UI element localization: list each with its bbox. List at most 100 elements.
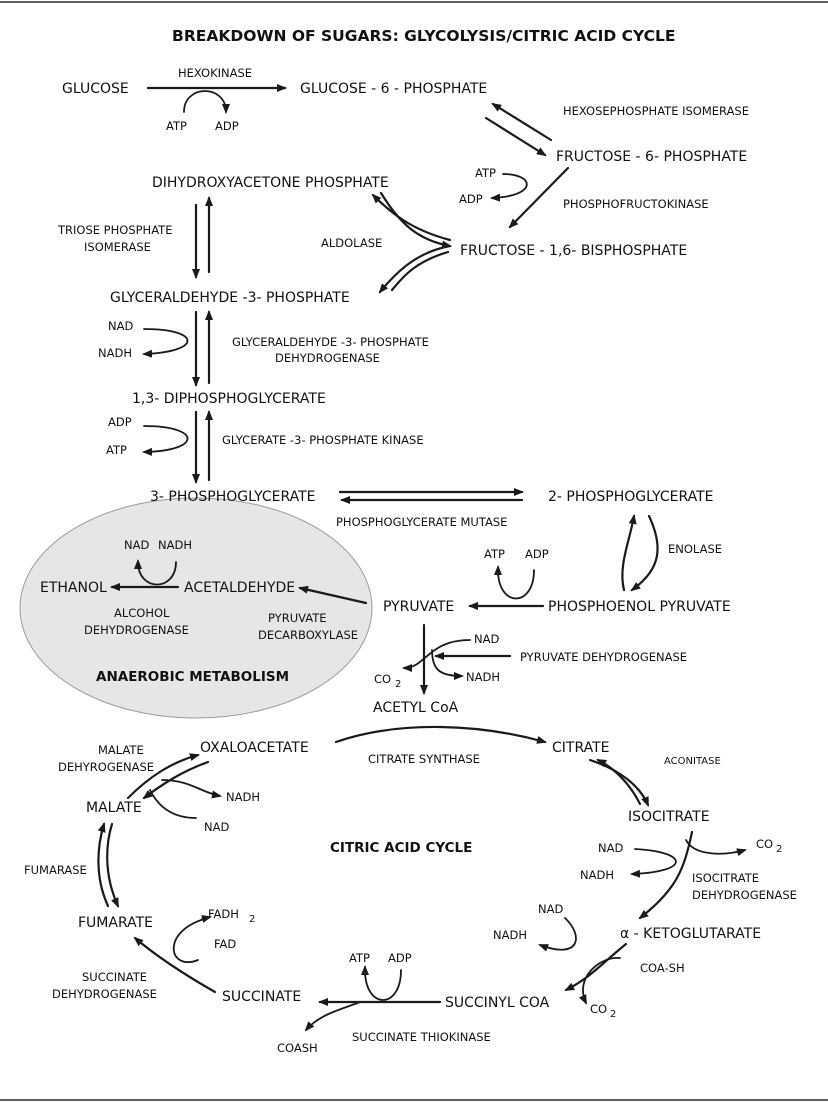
cofactor-gapdh-nad: NAD [108,319,133,333]
arrow-idh-co2 [685,839,747,857]
molecule-fumarate: FUMARATE [78,915,153,931]
cofactor-pk-adp: ADP [525,547,549,561]
molecule-pg2: 2- PHOSPHOGLYCERATE [548,489,714,505]
molecule-g3p: GLYCERALDEHYDE -3- PHOSPHATE [110,290,350,306]
molecule-pg3: 3- PHOSPHOGLYCERATE [150,489,316,505]
cofactor-idh-co2-sub: 2 [776,844,782,855]
arrow-pyruvate-to-acetaldehyde [298,585,368,605]
arrow-stk-coash [304,1001,361,1032]
enzyme-sdh-line1: SUCCINATE [82,970,147,984]
arrow-pdh-co2 [402,639,471,672]
molecule-succinate: SUCCINATE [222,989,301,1005]
cofactor-hk-adp: ADP [215,119,239,133]
molecule-dpg: 1,3- DIPHOSPHOGLYCERATE [132,391,326,407]
cofactor-pk-atp: ATP [484,547,505,561]
cofactor-idh-co2: CO [756,837,773,851]
arrow-akg-nad [538,917,577,952]
enzyme-pdh: PYRUVATE DEHYDROGENASE [520,650,687,664]
arrow-mdh-nad [149,789,197,819]
enzyme-pdc-line1: PYRUVATE [268,611,327,625]
molecule-acetaldehyde: ACETALDEHYDE [184,580,295,596]
arrow-stk-cofactor [364,969,402,1001]
arrow-mdh-nadh [161,779,222,799]
cofactor-mdh-nadh: NADH [226,790,260,804]
region-label-tca: CITRIC ACID CYCLE [330,840,472,856]
molecule-oxaloacetate: OXALOACETATE [200,740,309,756]
arrow-f6p-to-f16bp [508,166,570,229]
molecule-dhap: DIHYDROXYACETONE PHOSPHATE [152,175,389,191]
arrow-f6p-to-g6p [491,102,553,142]
cofactor-pfk-atp: ATP [475,166,496,180]
cofactor-pdh-nadh: NADH [466,670,500,684]
enzyme-gapdh-line2: DEHYDROGENASE [275,351,380,365]
arrow-malate-to-oaa [126,753,200,800]
arrow-pk-cofactor [497,569,535,600]
enzyme-tpi-line2: ISOMERASE [84,240,151,254]
arrow-pdh-nadh [431,649,464,680]
arrow-idh-cofactor [630,848,677,878]
anaerobic-region [19,497,373,719]
cofactor-sdh-fadh: FADH [208,907,239,921]
arrow-gapdh-cofactor [142,328,189,358]
arrow-hexokinase-cofactor [183,90,230,114]
arrow-pg2-to-pep [630,514,659,592]
arrow-oaa-to-citrate [334,725,547,744]
cofactor-akg-nadh: NADH [493,928,527,942]
enzyme-cs: CITRATE SYNTHASE [368,752,480,766]
diagram-title: BREAKDOWN OF SUGARS: GLYCOLYSIS/CITRIC A… [172,27,676,45]
enzyme-sdh-line2: DEHYDROGENASE [52,987,157,1001]
cofactor-sdh-fad: FAD [214,937,236,951]
enzyme-tpi-line1: TRIOSE PHOSPHATE [57,223,172,237]
cofactor-stk-atp: ATP [349,951,370,965]
arrow-oaa-to-malate [142,760,210,800]
arrow-pfk-cofactor [490,173,528,202]
cofactor-pdh-co2-sub: 2 [395,679,401,690]
molecule-pyruvate: PYRUVATE [383,599,454,615]
enzyme-adh-line2: DEHYDROGENASE [84,623,189,637]
cofactor-pgk-adp: ADP [108,415,132,429]
molecule-pep: PHOSPHOENOL PYRUVATE [548,599,731,615]
enzyme-gapdh-line1: GLYCERALDEHYDE -3- PHOSPHATE [232,335,429,349]
enzyme-mdh-line1: MALATE [98,743,144,757]
enzyme-idh-line2: DEHYDROGENASE [692,888,797,902]
arrow-sdh-fadh-tip [201,915,212,923]
cofactor-idh-nad: NAD [598,841,623,855]
enzyme-fumarase: FUMARASE [24,863,87,877]
cofactor-akg-coash: COA-SH [640,961,685,975]
cofactor-pfk-adp: ADP [459,192,483,206]
cofactor-pdh-co2: CO [374,672,391,686]
enzyme-aldolase: ALDOLASE [321,236,382,250]
molecule-akg: α - KETOGLUTARATE [620,926,761,942]
arrow-akg-co2 [578,957,621,1005]
cofactor-akg-nad: NAD [538,902,563,916]
cofactor-hk-atp: ATP [166,119,187,133]
arrow-akg-to-succinylcoa [564,942,628,992]
enzyme-pfk: PHOSPHOFRUCTOKINASE [563,197,709,211]
enzyme-hexokinase: HEXOKINASE [178,66,252,80]
cofactor-gapdh-nadh: NADH [98,346,132,360]
molecule-f6p: FRUCTOSE - 6- PHOSPHATE [556,149,747,165]
cofactor-mdh-nad: NAD [204,820,229,834]
cofactor-stk-adp: ADP [388,951,412,965]
arrow-malate-to-fumarate [106,822,120,908]
enzyme-mdh-line2: DEHYROGENASE [58,760,154,774]
molecule-acetylcoa: ACETYL CoA [373,700,459,716]
cofactor-stk-coash: COASH [277,1041,318,1055]
molecule-f16bp: FRUCTOSE - 1,6- BISPHOSPHATE [460,243,687,259]
enzyme-enolase: ENOLASE [668,542,722,556]
arrow-citrate-to-isocitrate [588,758,650,807]
arrow-f16bp-to-g3p-a [378,244,452,294]
arrow-sdh-cofactor [172,917,209,963]
enzyme-aconitase: ACONITASE [664,756,721,767]
molecule-citrate: CITRATE [552,740,610,756]
enzyme-pgm: PHOSPHOGLYCERATE MUTASE [336,515,507,529]
molecule-malate: MALATE [86,800,142,816]
arrow-f16bp-to-dhap [371,193,452,242]
arrow-pgk-cofactor [142,425,189,456]
arrow-adh-cofactor [137,561,177,586]
molecule-succinylcoa: SUCCINYL COA [445,995,550,1011]
arrow-isocitrate-to-akg [638,830,694,920]
cofactor-pgk-atp: ATP [106,443,127,457]
